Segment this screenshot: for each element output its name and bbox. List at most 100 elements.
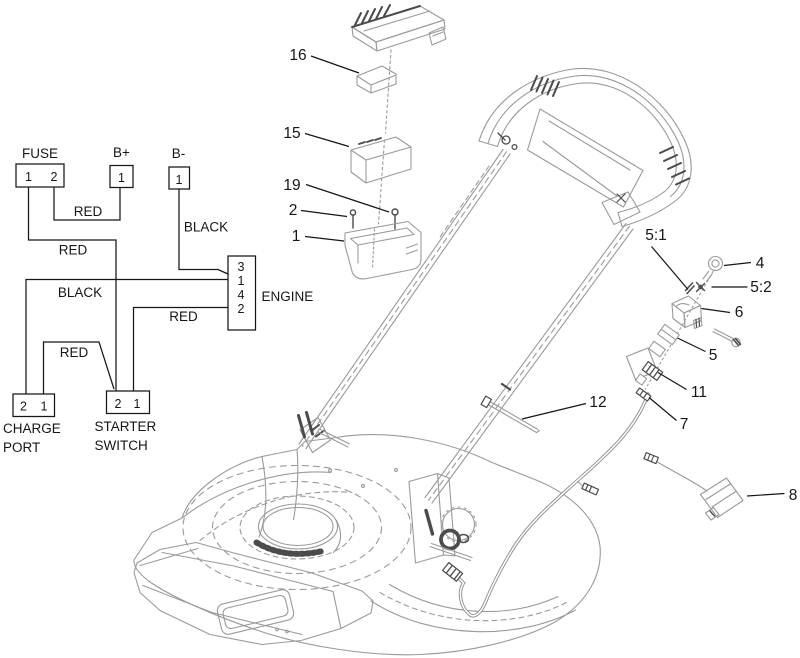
- ignition-key: [702, 255, 724, 283]
- wire-fuse1-to-starter2: [27, 187, 117, 391]
- wire-label-red-2: RED: [59, 243, 88, 258]
- screw-right: [391, 208, 399, 230]
- callout-5-2-label: 5:2: [750, 279, 772, 296]
- callout-7-leader: [648, 397, 677, 421]
- callout-5-1-label: 5:1: [645, 227, 667, 244]
- cable-connector-lower: [648, 340, 666, 358]
- mower-deck: [133, 434, 601, 656]
- charge-port-connector: 2 1 CHARGE PORT: [3, 393, 61, 455]
- callout-1-leader: [304, 235, 345, 242]
- handle-grip-left-hatch: [530, 75, 560, 97]
- callouts: 16 15 19 2 1 5:1 4 5:2 6 5 11 7 12 8: [283, 47, 797, 504]
- handle-grip-right-hatch: [659, 146, 690, 186]
- left-handle-bracket: [297, 411, 351, 454]
- wire-chargeport1-to-starter2: [42, 341, 115, 394]
- engine-box: [227, 255, 257, 331]
- engine-pin-4: 4: [238, 288, 245, 302]
- callout-2-leader: [300, 209, 348, 218]
- cable-pin: [635, 387, 652, 402]
- handle-corner-knobs: [497, 132, 518, 151]
- main-cable: [442, 392, 650, 618]
- b-plus-connector: B+ 1: [109, 145, 134, 189]
- charge-port-label-line1: CHARGE: [3, 421, 61, 436]
- deck-center-hole: [253, 503, 342, 557]
- starter-switch-pin-2: 2: [115, 397, 122, 411]
- callout-4-leader: [723, 261, 752, 267]
- b-minus-pin-1: 1: [176, 173, 183, 187]
- callout-12-label: 12: [589, 394, 606, 411]
- ignition-switch: [671, 295, 703, 330]
- wire-bminus1-to-engine3: [178, 189, 229, 275]
- b-plus-box: [109, 164, 134, 189]
- wire-label-red-3: RED: [169, 309, 198, 324]
- switch-bolt: [712, 328, 742, 348]
- fuse-pin-2: 2: [51, 170, 58, 184]
- callout-5-label: 5: [709, 347, 718, 364]
- key-clip: [695, 281, 706, 293]
- starter-switch-label-line1: STARTER: [95, 419, 157, 434]
- b-plus-pin-1: 1: [118, 171, 125, 185]
- callout-6-leader: [701, 307, 731, 314]
- engine-connector: 3 1 4 2 ENGINE: [227, 255, 314, 331]
- starter-switch-connector: 2 1 STARTER SWITCH: [95, 390, 157, 453]
- b-plus-label: B+: [113, 145, 130, 160]
- callout-11-leader: [657, 371, 687, 391]
- engine-pin-3: 3: [238, 260, 245, 274]
- charger-cover: [351, 4, 447, 52]
- callout-8-leader: [746, 492, 785, 497]
- callout-6-label: 6: [735, 304, 744, 321]
- assembly-axis-line: [377, 49, 392, 225]
- charge-port-pin-2: 2: [20, 400, 27, 414]
- battery-tray: [344, 220, 422, 280]
- wire-label-red-4: RED: [60, 345, 89, 360]
- wires: [25, 187, 229, 394]
- callout-5-leader: [677, 337, 706, 353]
- starter-switch-pin-1: 1: [134, 397, 141, 411]
- fuse-label: FUSE: [22, 146, 58, 161]
- callout-19-leader: [305, 183, 390, 213]
- b-minus-box: [168, 166, 191, 190]
- wire-label-black-1: BLACK: [184, 220, 228, 235]
- fuse-connector: FUSE 1 2: [15, 146, 65, 188]
- wire-fuse2-to-bplus1: [53, 187, 121, 221]
- handle-bolt: [480, 395, 541, 434]
- wire-engine2-to-starter1: [132, 306, 228, 391]
- charge-port-box: [12, 393, 56, 418]
- charger-grip-hatch: [354, 4, 391, 26]
- callout-15-leader: [304, 132, 350, 148]
- fuse-box: [15, 163, 65, 188]
- engine-label: ENGINE: [262, 289, 314, 304]
- charge-port-pin-1: 1: [41, 400, 48, 414]
- handle-left-rail: [298, 148, 511, 450]
- callout-8-label: 8: [789, 487, 798, 504]
- callout-15-label: 15: [283, 125, 300, 142]
- battery: [350, 136, 412, 184]
- callout-16-leader: [310, 55, 360, 74]
- foam-pad: [356, 65, 397, 94]
- handle-loop: [478, 67, 692, 228]
- wire-color-labels: RED RED BLACK BLACK RED RED: [58, 204, 228, 360]
- cable-tag: [581, 482, 600, 496]
- engine-pin-1: 1: [238, 274, 245, 288]
- callout-1-label: 1: [292, 228, 301, 245]
- interlock-washer: [684, 282, 695, 295]
- callout-16-label: 16: [289, 47, 306, 64]
- starter-switch-label-line2: SWITCH: [95, 438, 148, 453]
- starter-switch-box: [105, 390, 151, 415]
- deck-bumper: [133, 541, 374, 646]
- handle-corner-bracket: [601, 191, 641, 226]
- callout-2-label: 2: [289, 202, 298, 219]
- switch-assembly: [625, 255, 742, 402]
- cable-connector-upper: [657, 323, 680, 346]
- charge-port-assembly: [643, 452, 744, 521]
- callout-4-label: 4: [756, 255, 765, 272]
- charge-port-label-line2: PORT: [3, 440, 40, 455]
- callout-12-leader: [521, 402, 587, 420]
- battery-terminals: [358, 137, 382, 145]
- callout-5-1-leader: [651, 246, 689, 290]
- b-minus-connector: B- 1: [168, 146, 191, 190]
- exploded-view-art: [133, 4, 744, 656]
- wire-label-black-2: BLACK: [58, 285, 102, 300]
- height-adjuster: [408, 472, 477, 564]
